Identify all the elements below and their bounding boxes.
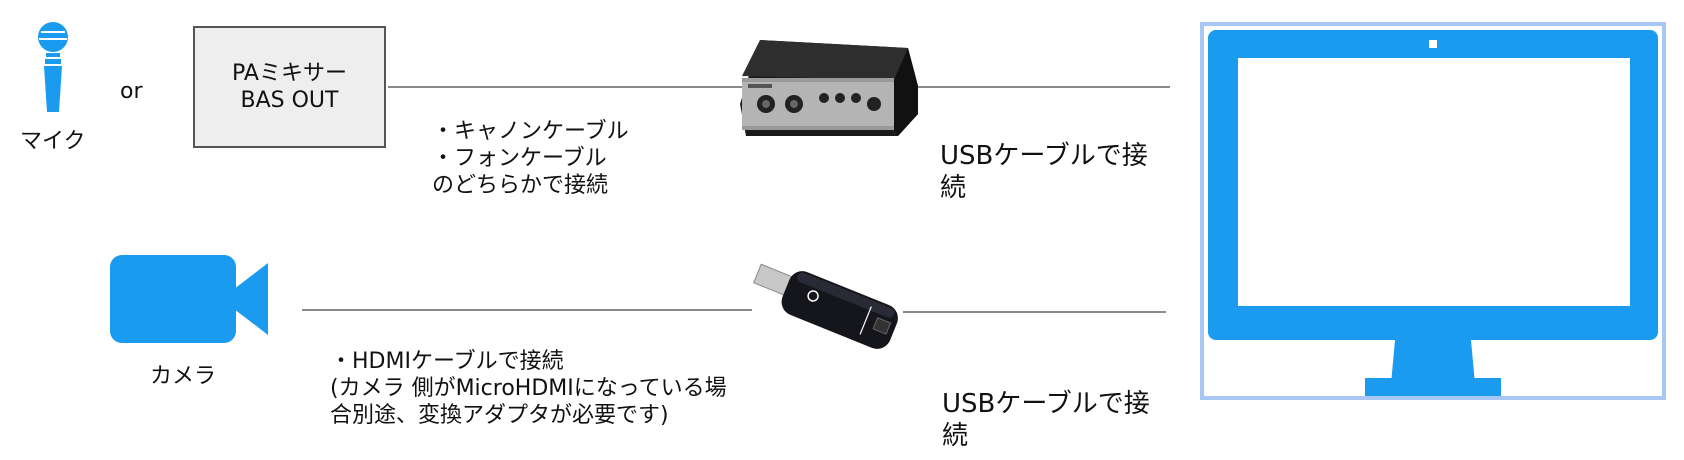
camera-to-capture-line	[302, 309, 752, 311]
interface-to-monitor-line	[912, 86, 1170, 88]
computer-monitor-icon	[1200, 22, 1666, 400]
usb-bottom-line-2: 続	[942, 421, 969, 451]
or-label: or	[120, 79, 143, 104]
microphone-icon	[30, 20, 76, 112]
audio-note-1: ・キャノンケーブル	[432, 119, 629, 144]
usb-bottom-line-1: USBケーブルで接	[942, 389, 1150, 419]
cam-link-capture-icon	[746, 256, 906, 368]
hdmi-notes: ・HDMIケーブルで接続 (カメラ 側がMicroHDMIになっている場 合別途…	[330, 348, 727, 429]
capture-to-monitor-line	[903, 311, 1166, 313]
audio-note-3: のどちらかで接続	[432, 173, 609, 198]
hdmi-note-3: 合別途、変換アダプタが必要です)	[330, 403, 669, 428]
audio-interface-icon	[738, 36, 918, 140]
usb-top-line-2: 続	[940, 173, 967, 203]
mixer-to-interface-line	[388, 86, 758, 88]
mixer-line-2: BAS OUT	[240, 88, 339, 113]
audio-note-2: ・フォンケーブル	[432, 146, 607, 171]
usb-label-bottom: USBケーブルで接 続	[942, 388, 1150, 452]
audio-cable-notes: ・キャノンケーブル ・フォンケーブル のどちらかで接続	[432, 118, 629, 199]
hdmi-note-2: (カメラ 側がMicroHDMIになっている場	[330, 376, 727, 401]
hdmi-note-1: ・HDMIケーブルで接続	[330, 349, 564, 374]
microphone-label: マイク	[20, 129, 86, 154]
video-camera-icon	[110, 253, 270, 345]
pa-mixer-box: PAミキサー BAS OUT	[193, 26, 386, 148]
camera-label: カメラ	[150, 364, 217, 389]
usb-label-top: USBケーブルで接 続	[940, 140, 1148, 204]
mixer-line-1: PAミキサー	[232, 61, 347, 86]
usb-top-line-1: USBケーブルで接	[940, 141, 1148, 171]
